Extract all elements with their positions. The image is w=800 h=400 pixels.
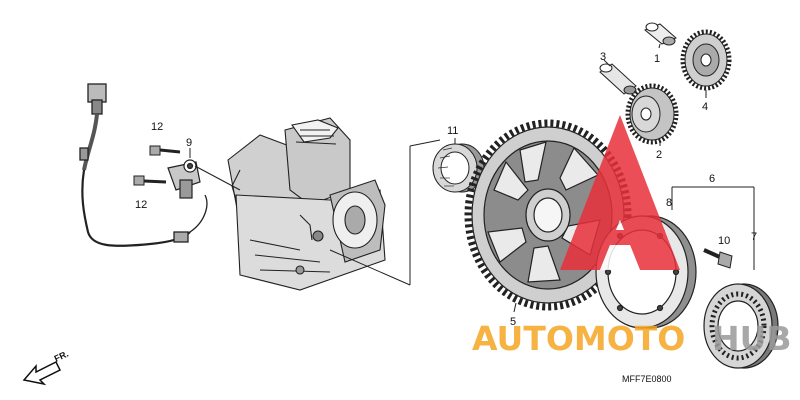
bolt-12-upper [149, 145, 181, 156]
callout-12-upper: 12 [151, 121, 163, 133]
bolt-12-lower [133, 175, 167, 186]
watermark-logo: AUTOMOTO HUB [472, 115, 792, 358]
front-direction-indicator: FR. [22, 349, 70, 386]
callout-6: 6 [709, 173, 715, 185]
watermark-text-orange: AUTOMOTO [472, 319, 685, 358]
front-arrow-icon [22, 360, 62, 386]
reduction-shaft [599, 63, 637, 95]
needle-bearing [432, 143, 485, 193]
engine-illustration [227, 117, 386, 291]
callout-10: 10 [718, 235, 730, 247]
diagram-code: MFF7E0800 [622, 374, 672, 384]
bolt-10 [703, 248, 733, 269]
pulse-sensor [167, 159, 201, 199]
assembly-bracket-lines [194, 139, 755, 286]
callout-11: 11 [447, 125, 458, 137]
reduction-gear [680, 29, 732, 91]
dowel-pin [644, 22, 677, 46]
watermark-text-gray: HUB [712, 319, 792, 358]
callout-9: 9 [186, 137, 192, 149]
front-label: FR. [53, 349, 70, 364]
callout-4: 4 [702, 101, 708, 113]
callout-2: 2 [656, 149, 662, 161]
callout-12-lower: 12 [135, 199, 147, 211]
one-way-clutch [703, 283, 779, 369]
harness-connector [87, 83, 107, 103]
callout-1: 1 [654, 53, 660, 65]
callout-8: 8 [666, 197, 672, 209]
callout-5: 5 [510, 316, 516, 328]
callout-3: 3 [600, 51, 606, 63]
callout-7: 7 [751, 231, 757, 243]
idle-gear [625, 83, 679, 145]
part-callouts: 1 2 3 4 5 6 7 8 9 10 11 12 12 [135, 43, 757, 328]
sensor-harness [79, 83, 208, 247]
